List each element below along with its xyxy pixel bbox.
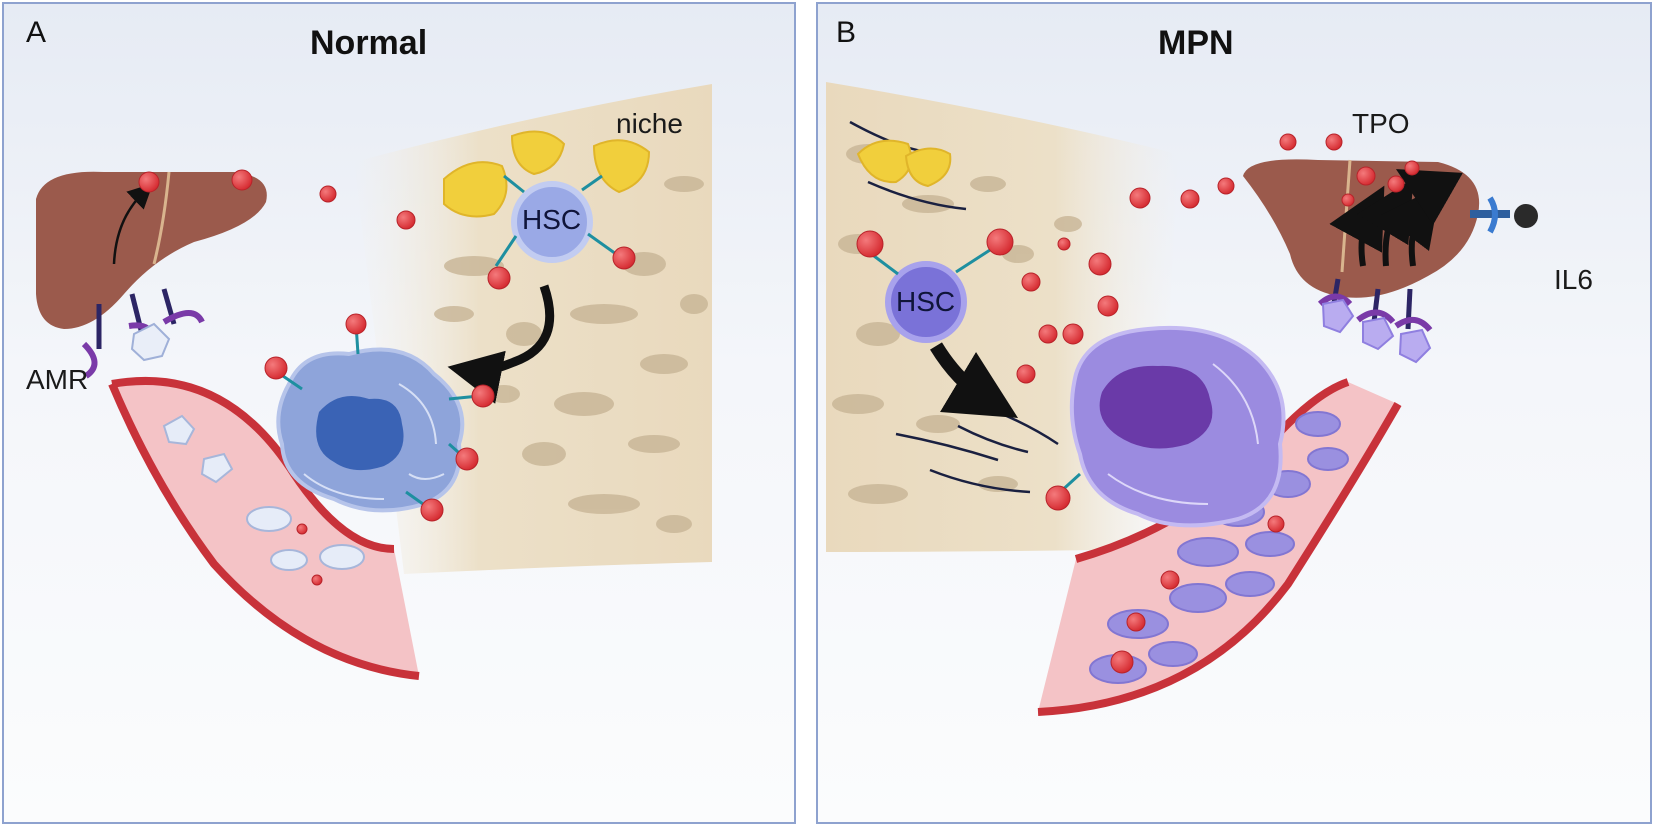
liver-icon — [36, 171, 267, 379]
differentiation-arrow — [447, 284, 555, 404]
hsc-label: HSC — [896, 286, 956, 317]
megakaryocyte — [276, 323, 480, 513]
panel-mpn: B MPN HSC TPO IL6 — [816, 2, 1652, 824]
panel-title-normal: Normal — [310, 24, 428, 62]
tpo-dots — [856, 133, 1420, 674]
panel-letter-b: B — [836, 16, 857, 49]
panel-letter-a: A — [26, 16, 47, 49]
mpn-diagram — [826, 82, 1538, 716]
hsc-cell — [494, 174, 617, 267]
niche-label: niche — [616, 108, 683, 139]
blood-vessel — [1037, 378, 1402, 716]
niche-cells — [443, 130, 651, 218]
hsc-label: HSC — [522, 204, 582, 235]
differentiation-arrow — [930, 342, 1019, 419]
blood-vessel — [108, 377, 420, 680]
il6-label: IL6 — [1554, 264, 1593, 295]
il6-receptor — [1470, 196, 1538, 234]
megakaryocyte — [1056, 325, 1286, 528]
tpo-label: TPO — [1352, 108, 1410, 139]
panel-title-mpn: MPN — [1158, 24, 1234, 62]
liver-icon — [1243, 159, 1538, 364]
niche-cells — [856, 139, 952, 188]
normal-diagram — [36, 84, 712, 680]
amr-label: AMR — [26, 364, 89, 395]
panel-normal: A Normal niche HSC AMR — [2, 2, 796, 824]
hsc-cell — [873, 248, 991, 343]
tpo-dots — [138, 169, 636, 586]
